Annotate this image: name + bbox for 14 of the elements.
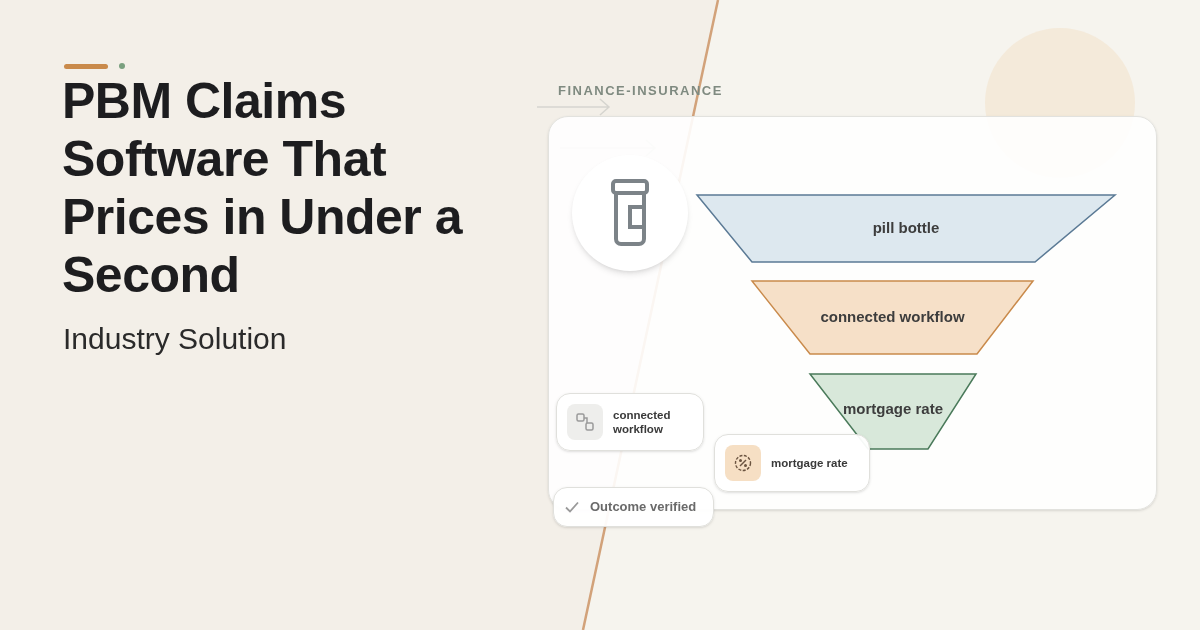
info-card <box>714 434 870 492</box>
stage-label: connected workflow <box>820 307 965 328</box>
card-label: mortgage rate <box>771 456 848 470</box>
info-card <box>553 487 714 527</box>
funnel-stage <box>752 281 1033 354</box>
funnel-stage <box>697 195 1115 262</box>
stage-label: mortgage rate <box>843 399 943 420</box>
stage-label: pill bottle <box>872 218 940 239</box>
card-label: Outcome verified <box>590 498 697 517</box>
subtitle: Industry Solution <box>63 321 287 357</box>
funnel-stage <box>810 374 976 449</box>
card-label: connected workflow <box>613 408 672 436</box>
page-title: PBM Claims Software That Prices in Under a Second <box>62 72 464 304</box>
info-card <box>556 393 704 451</box>
